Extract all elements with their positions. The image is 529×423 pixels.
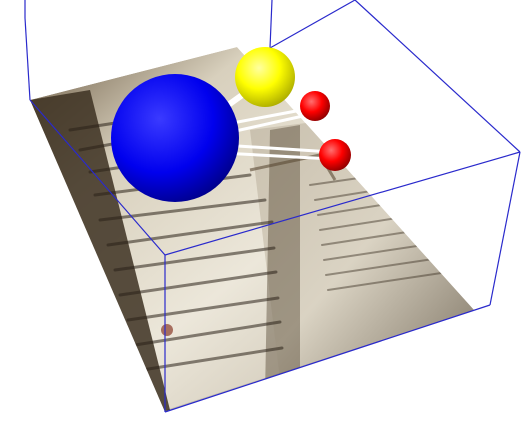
large-blue-sphere[interactable] (111, 74, 239, 202)
red-sphere-upper[interactable] (300, 91, 330, 121)
yellow-sphere[interactable] (235, 47, 295, 107)
red-sphere-lower[interactable] (319, 139, 351, 171)
